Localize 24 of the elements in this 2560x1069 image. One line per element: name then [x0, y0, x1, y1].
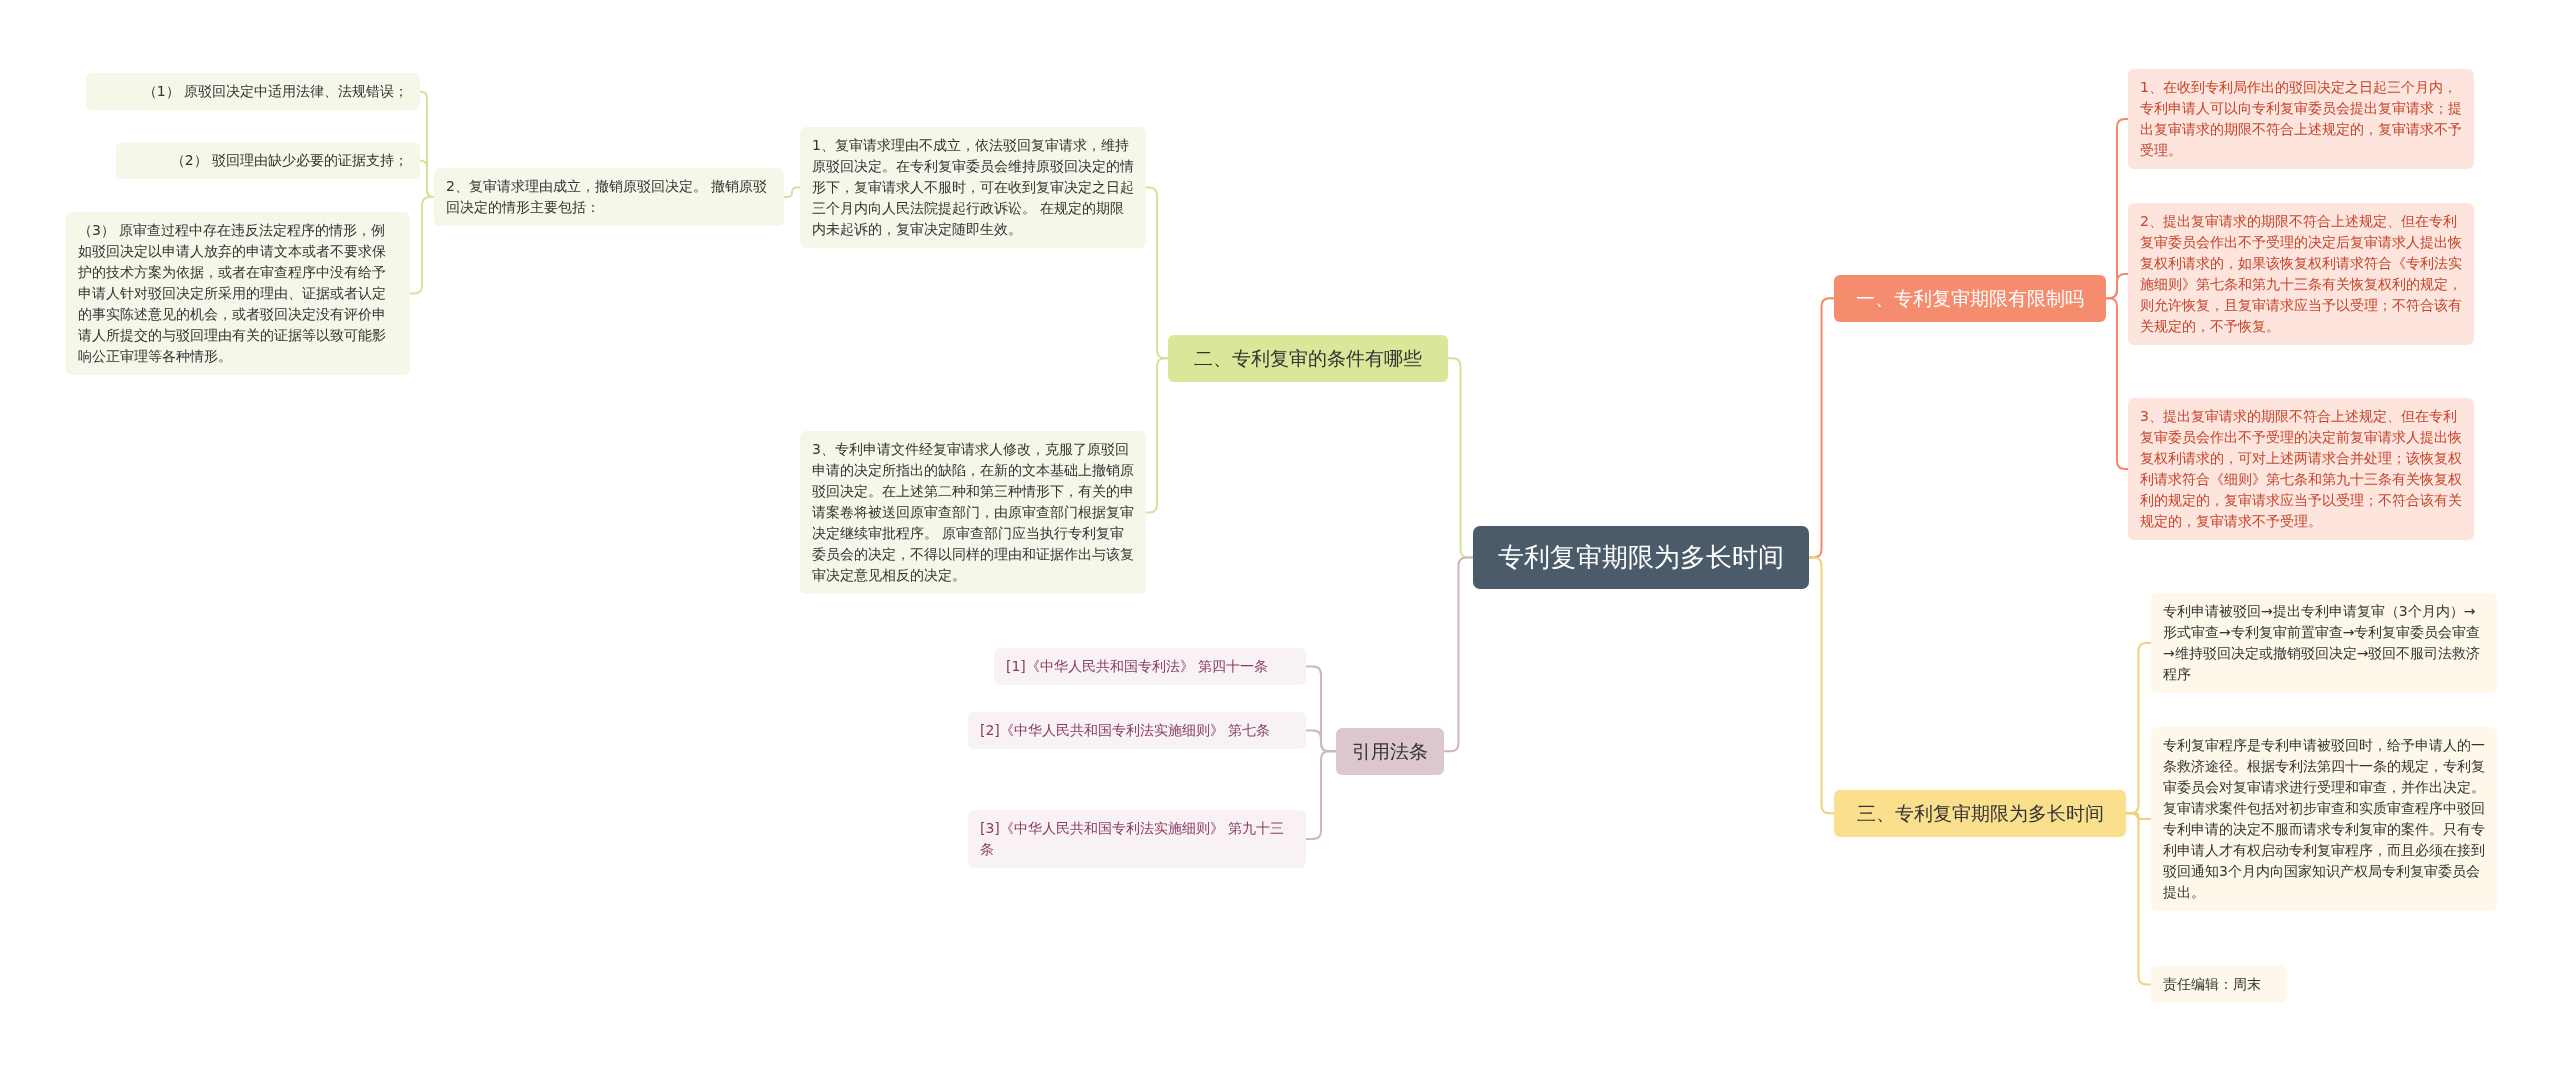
connector-line [409, 196, 435, 295]
connector-line [2105, 297, 2129, 470]
note-box: （2） 驳回理由缺少必要的证据支持； [116, 142, 420, 179]
branch-topic-box: 三、专利复审期限为多长时间 [1834, 790, 2126, 837]
note-box: 2、提出复审请求的期限不符合上述规定、但在专利复审委员会作出不予受理的决定后复审请求人提出恢复权利请求的，如果该恢复权利请求符合《专利法实施细则》第七条和第九十三条有关恢复权利的规定，则允许恢复，且复审请求应当予以受理；不符合该有关规定的，不予恢复。 [2128, 203, 2474, 345]
central-topic-box: 专利复审期限为多长时间 [1473, 526, 1809, 589]
note-box: 1、在收到专利局作出的驳回决定之日起三个月内，专利申请人可以向专利复审委员会提出复审请求；提出复审请求的期限不符合上述规定的，复审请求不予受理。 [2128, 69, 2474, 169]
branch-topic-box: 二、专利复审的条件有哪些 [1168, 335, 1448, 382]
note-box: （1） 原驳回决定中适用法律、法规错误； [86, 73, 420, 110]
branch-topic-box: 引用法条 [1336, 728, 1444, 775]
connector-line [783, 186, 801, 198]
citation-box: [2]《中华人民共和国专利法实施细则》 第七条 [968, 712, 1306, 749]
note-box: （3） 原审查过程中存在违反法定程序的情形，例如驳回决定以申请人放弃的申请文本或者不要求保护的技术方案为依据，或者在审查程序中没有给予申请人针对驳回决定所采用的理由、证据或者认定的事实陈述意见的机会，或者驳回决定没有评价申请人所提交的与驳回理由有关的证据等以致可能影响公正审理等各种情形。 [66, 212, 410, 375]
note-box: 1、复审请求理由不成立，依法驳回复审请求，维持原驳回决定。在专利复审委员会维持原驳回决定的情形下，复审请求人不服时，可在收到复审决定之日起三个月内向人民法院提起行政诉讼。 在规定的期限内未起诉的，复审决定随即生效。 [800, 127, 1146, 248]
note-box: 专利复审程序是专利申请被驳回时，给予申请人的一条救济途径。根据专利法第四十一条的规定，专利复审委员会对复审请求进行受理和审查，并作出决定。复审请求案件包括对初步审查和实质审查程序中驳回专利申请的决定不服而请求专利复审的案件。只有专利申请人才有权启动专利复审程序，而且必须在接到驳回通知3个月内向国家知识产权局专利复审委员会提出。 [2151, 727, 2497, 911]
citation-box: [3]《中华人民共和国专利法实施细则》 第九十三条 [968, 810, 1306, 868]
note-box: 专利申请被驳回→提出专利申请复审（3个月内）→形式审查→专利复审前置审查→专利复审委员会审查→维持驳回决定或撤销驳回决定→驳回不服司法救济程序 [2151, 593, 2497, 693]
connector-line [1145, 357, 1169, 514]
note-box: 责任编辑：周末 [2151, 966, 2287, 1003]
note-box: 3、提出复审请求的期限不符合上述规定、但在专利复审委员会作出不予受理的决定前复审请求人提出恢复权利请求的，可对上述两请求合并处理；该恢复权利请求符合《细则》第七条和第九十三条有关恢复权利的规定的，复审请求应当予以受理；不符合该有关规定的，复审请求不予受理。 [2128, 398, 2474, 540]
note-box: 3、专利申请文件经复审请求人修改，克服了原驳回申请的决定所指出的缺陷，在新的文本基础上撤销原驳回决定。在上述第二种和第三种情形下，有关的申请案卷将被送回原审查部门，由原审查部门根据复审决定继续审批程序。 原审查部门应当执行专利复审委员会的决定，不得以同样的理由和证据作出与该复审决定意见相反的决定。 [800, 431, 1146, 594]
citation-box: [1]《中华人民共和国专利法》 第四十一条 [994, 648, 1306, 685]
branch-topic-box: 一、专利复审期限有限制吗 [1834, 275, 2106, 322]
note-box: 2、复审请求理由成立，撤销原驳回决定。 撤销原驳回决定的情形主要包括： [434, 168, 784, 226]
